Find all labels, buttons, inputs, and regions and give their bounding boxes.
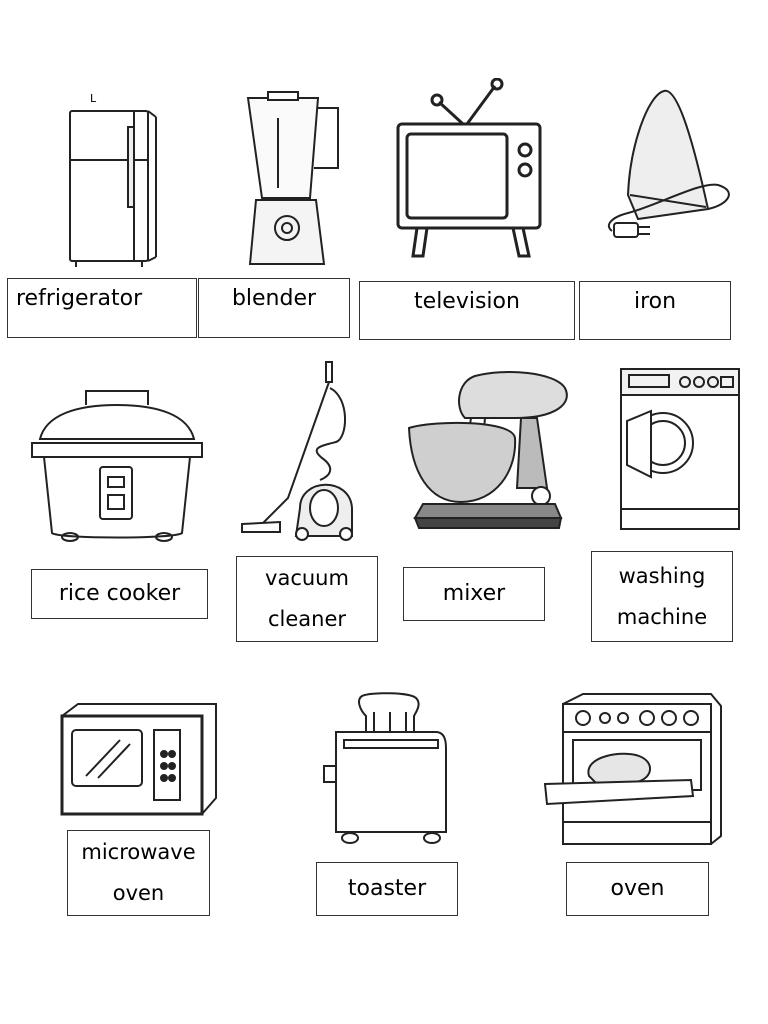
label-blender: blender [198,278,350,338]
blender-icon [238,88,346,268]
label-refrigerator: refrigerator [7,278,197,338]
label-microwave-oven: microwave oven [67,830,210,916]
television-icon [395,78,545,258]
label-vacuum-cleaner: vacuum cleaner [236,556,378,642]
label-washing-machine: washing machine [591,551,733,642]
vacuum-cleaner-icon [240,358,358,543]
rice-cooker-icon [26,385,208,545]
refrigerator-icon [62,105,162,270]
toaster-icon [316,692,451,847]
label-television: television [359,281,575,340]
label-toaster: toaster [316,862,458,916]
label-oven: oven [566,862,709,916]
microwave-oven-icon [58,702,220,820]
oven-icon [543,692,728,850]
label-rice-cooker: rice cooker [31,569,208,619]
label-mixer: mixer [403,567,545,621]
label-iron: iron [579,281,731,340]
iron-icon [598,85,743,245]
mixer-icon [405,368,573,538]
stray-mark: L [90,92,97,105]
washing-machine-icon [617,365,745,533]
